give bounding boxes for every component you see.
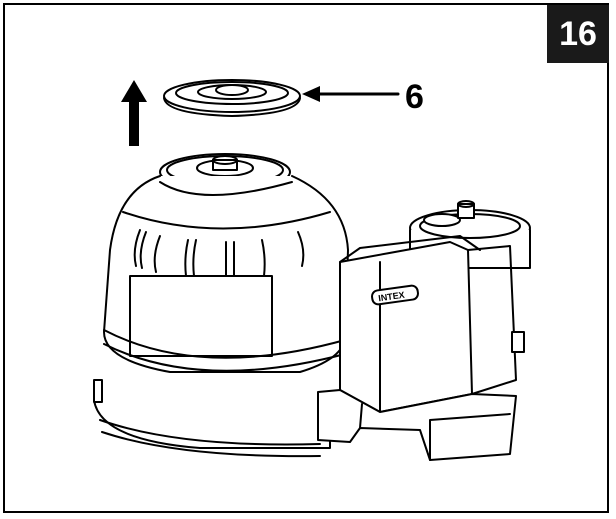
up-arrow-icon <box>121 80 147 146</box>
part-callout-label: 6 <box>405 78 424 116</box>
filter-lid-part <box>163 79 301 117</box>
brand-logo: INTEX <box>378 290 406 304</box>
figure-frame <box>3 3 609 513</box>
callout-arrow-icon <box>302 86 400 102</box>
filter-tank <box>93 153 349 458</box>
step-number-badge: 16 <box>547 5 609 63</box>
pump-housing: INTEX <box>317 200 531 461</box>
